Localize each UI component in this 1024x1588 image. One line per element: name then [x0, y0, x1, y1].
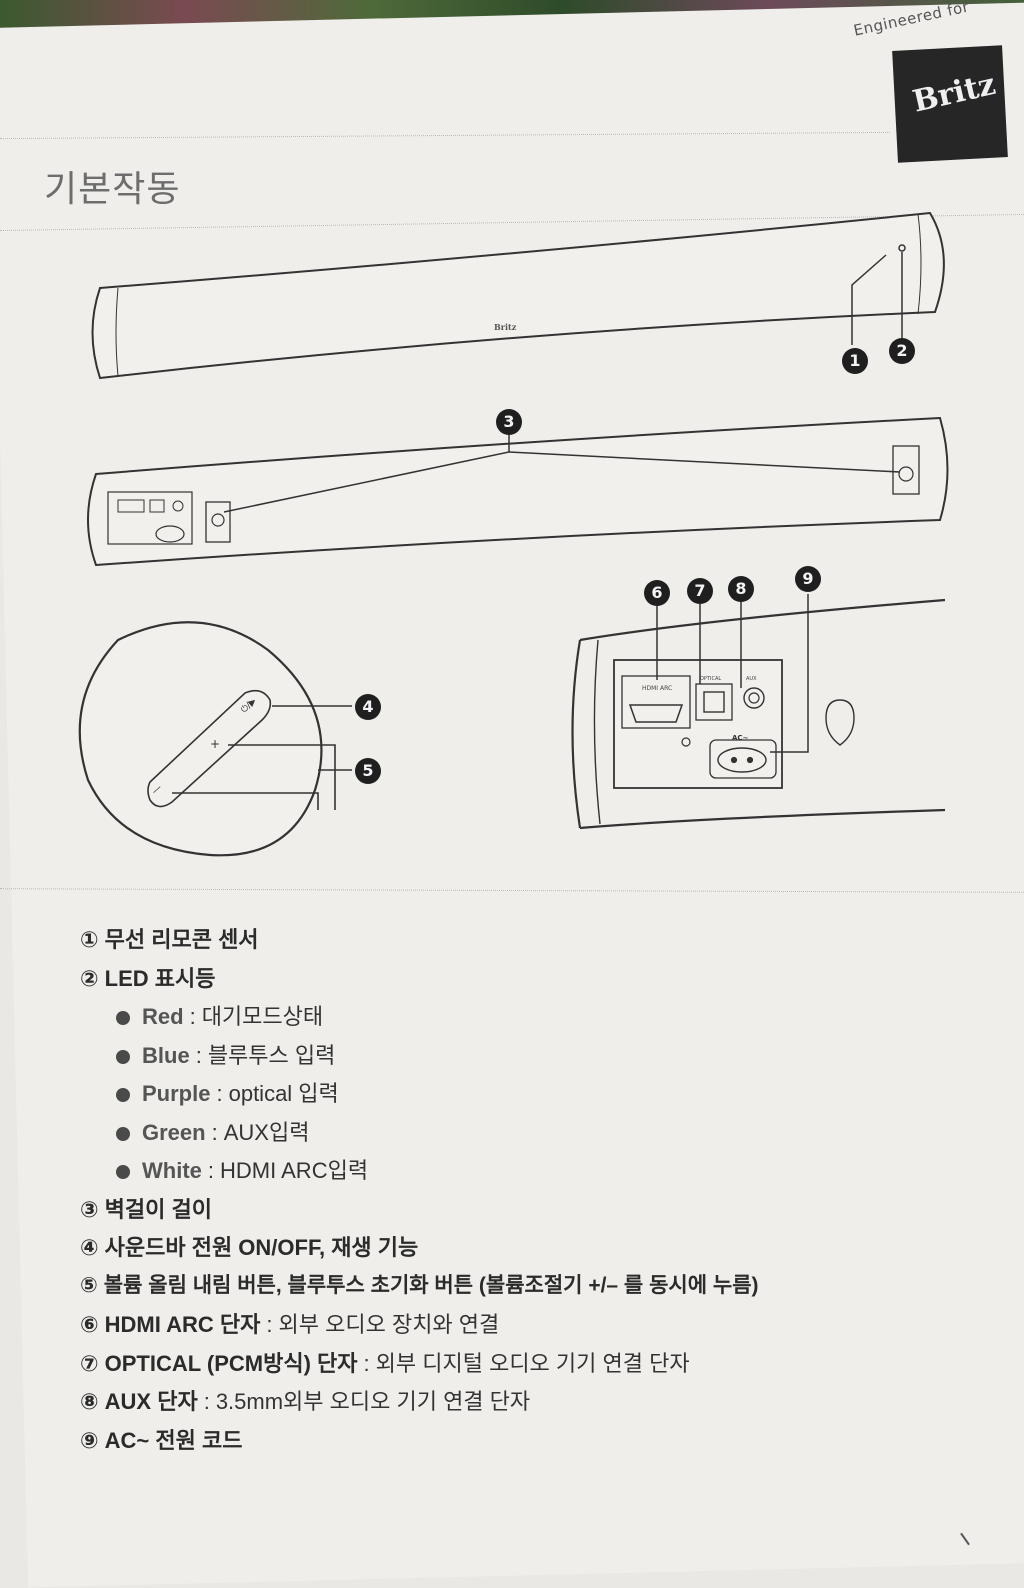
parts-legend: ① 무선 리모콘 센서 ② LED 표시등 Red : 대기모드상태 Blue …	[80, 922, 980, 1461]
callout-line-1	[851, 254, 887, 345]
callout-bubble-3: 3	[496, 409, 522, 435]
manual-page: Engineered for Britz 기본작동 Britz	[0, 0, 1024, 1546]
bullet-icon	[116, 1165, 130, 1179]
legend-number: ⑥	[80, 1312, 99, 1337]
bullet-icon	[116, 1088, 130, 1102]
legend-number: ①	[80, 927, 99, 952]
rear-port-closeup	[571, 594, 946, 830]
led-color-name: Red	[142, 1004, 184, 1029]
callout-bubble-1: 1	[842, 348, 868, 374]
legend-item-1: ① 무선 리모콘 센서	[80, 922, 980, 961]
legend-item-6: ⑥ HDMI ARC 단자 : 외부 오디오 장치와 연결	[80, 1307, 980, 1346]
soundbar-front-view	[91, 211, 945, 380]
separator: :	[189, 1004, 196, 1029]
legend-label: 벽걸이 걸이	[104, 1196, 212, 1222]
led-state-blue: Blue : 블루투스 입력	[80, 1038, 980, 1077]
led-state-red: Red : 대기모드상태	[80, 999, 980, 1038]
led-state-desc: 대기모드상태	[201, 1004, 324, 1029]
soundbar-back-view	[87, 416, 949, 567]
remote-plus-symbol: +	[210, 737, 220, 751]
port-panel	[613, 659, 783, 789]
callout-bubble-9: 9	[795, 566, 821, 592]
wall-mount-right	[892, 445, 920, 495]
optical-port	[695, 683, 733, 721]
hdmi-arc-port	[621, 675, 691, 729]
legend-label: 사운드바 전원 ON/OFF, 재생 기능	[104, 1235, 419, 1260]
aux-port-label: AUX	[746, 676, 757, 682]
product-diagram: Britz ⏻/▶ + —	[78, 211, 949, 857]
bar-logo: Britz	[494, 322, 517, 332]
led-color-name: White	[142, 1158, 202, 1183]
separator: :	[211, 1119, 218, 1145]
legend-item-3: ③ 벽걸이 걸이	[80, 1192, 980, 1231]
legend-desc: 외부 오디오 장치와 연결	[278, 1312, 500, 1337]
remote-button-strip	[147, 689, 272, 808]
optical-port-label: OPTICAL	[700, 676, 721, 682]
rear-hdmi-port	[117, 499, 145, 513]
legend-item-2: ② LED 표시등	[80, 961, 980, 1000]
legend-number: ②	[80, 965, 99, 991]
led-color-name: Purple	[142, 1081, 211, 1106]
rear-ac-socket	[155, 525, 185, 543]
led-color-name: Blue	[142, 1042, 190, 1068]
led-state-desc: HDMI ARC입력	[220, 1158, 369, 1183]
wall-mount-left	[205, 501, 231, 543]
led-state-desc: 블루투스 입력	[207, 1042, 336, 1068]
bullet-icon	[116, 1049, 130, 1064]
led-indicator	[898, 244, 906, 252]
callout-line-3a	[223, 451, 510, 513]
ac-power-port	[709, 739, 777, 779]
legend-label: 무선 리모콘 센서	[104, 927, 259, 952]
callout-bubble-6: 6	[644, 580, 670, 606]
legend-item-4: ④ 사운드바 전원 ON/OFF, 재생 기능	[80, 1230, 980, 1269]
legend-label: HDMI ARC 단자	[104, 1312, 261, 1337]
led-state-desc: optical 입력	[228, 1081, 339, 1106]
legend-item-9: ⑨ AC~ 전원 코드	[80, 1423, 980, 1462]
callout-line-9	[770, 594, 809, 753]
separator: :	[266, 1312, 273, 1337]
separator: :	[203, 1389, 210, 1414]
legend-label: AC~ 전원 코드	[104, 1427, 243, 1453]
legend-number: ④	[80, 1235, 99, 1260]
rear-port-panel	[107, 491, 193, 545]
legend-desc: 외부 디지털 오디오 기기 연결 단자	[375, 1350, 690, 1376]
led-color-name: Green	[142, 1119, 206, 1145]
callout-line-3b	[508, 451, 901, 473]
callout-bubble-5: 5	[355, 758, 381, 784]
legend-number: ⑨	[80, 1427, 99, 1453]
callout-bubble-7: 7	[687, 578, 713, 604]
legend-desc: 3.5mm외부 오디오 기기 연결 단자	[215, 1389, 531, 1414]
separator: :	[363, 1350, 370, 1376]
callout-bubble-8: 8	[728, 576, 754, 602]
aux-port	[743, 687, 765, 709]
legend-number: ③	[80, 1196, 99, 1222]
separator: :	[216, 1081, 223, 1106]
legend-item-8: ⑧ AUX 단자 : 3.5mm외부 오디오 기기 연결 단자	[80, 1384, 980, 1423]
legend-number: ⑧	[80, 1389, 99, 1414]
legend-number: ⑤	[80, 1273, 98, 1297]
bullet-icon	[116, 1011, 130, 1025]
remote-control	[78, 621, 352, 857]
legend-item-7: ⑦ OPTICAL (PCM방식) 단자 : 외부 디지털 오디오 기기 연결 …	[80, 1346, 980, 1385]
led-state-white: White : HDMI ARC입력	[80, 1153, 980, 1192]
legend-label: 볼륨 올림 내림 버튼, 블루투스 초기화 버튼 (볼륨조절기 +/– 를 동시…	[103, 1273, 759, 1297]
legend-item-5: ⑤ 볼륨 올림 내림 버튼, 블루투스 초기화 버튼 (볼륨조절기 +/– 를 …	[80, 1269, 980, 1308]
separator: :	[195, 1042, 202, 1068]
legend-label: OPTICAL (PCM방식) 단자	[104, 1350, 358, 1376]
callout-bubble-2: 2	[889, 338, 915, 364]
callout-bubble-4: 4	[355, 694, 381, 720]
bullet-icon	[116, 1126, 130, 1141]
led-state-green: Green : AUX입력	[80, 1115, 980, 1154]
separator: :	[207, 1158, 215, 1183]
hdmi-port-label: HDMI ARC	[642, 685, 672, 692]
page-title: 기본작동	[44, 169, 181, 210]
legend-label: LED 표시등	[104, 965, 216, 991]
ac-port-label: AC~	[732, 734, 749, 742]
led-state-desc: AUX입력	[223, 1119, 310, 1145]
legend-label: AUX 단자	[104, 1389, 198, 1414]
closeup-wall-mount	[825, 699, 855, 746]
legend-number: ⑦	[80, 1350, 99, 1376]
led-state-purple: Purple : optical 입력	[80, 1076, 980, 1115]
